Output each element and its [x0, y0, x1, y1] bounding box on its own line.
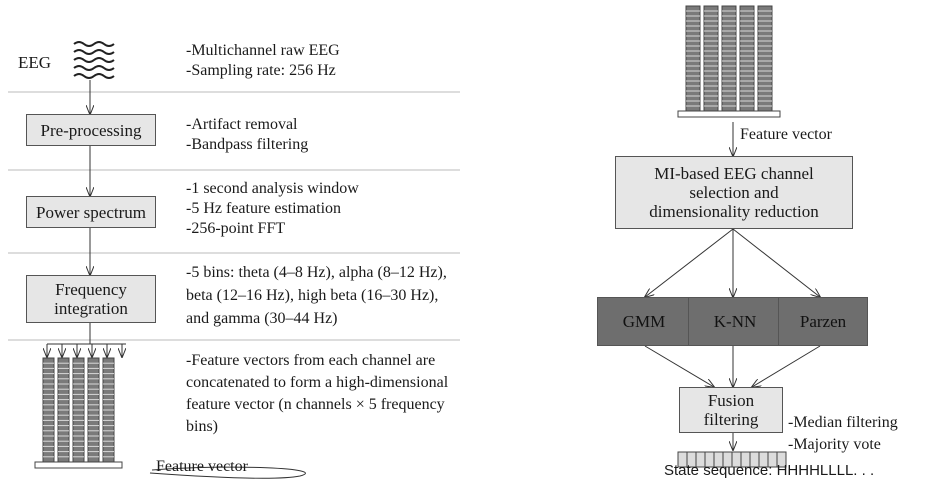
feature-desc-4: bins): [186, 418, 218, 435]
frequency-integration-desc-3: and gamma (30–44 Hz): [186, 310, 338, 327]
power-spectrum-desc-2: -5 Hz feature estimation: [186, 200, 342, 217]
stack-base-bar: [677, 110, 781, 118]
feature-desc-2: concatenated to form a high-dimensional: [186, 374, 449, 391]
feature-desc-3: feature vector (n channels × 5 frequency: [186, 396, 445, 413]
eeg-wave-icon: [73, 41, 115, 79]
power-spectrum-box: Power spectrum: [26, 196, 156, 228]
preprocessing-label: Pre-processing: [40, 120, 142, 140]
fusion-filtering-box: Fusion filtering: [679, 387, 783, 433]
knn-classifier-box: K-NN: [688, 297, 782, 346]
knn-label: K-NN: [713, 312, 757, 331]
fusion-desc-2: -Majority vote: [788, 436, 881, 453]
left-pipeline-arrows: [47, 80, 126, 357]
stack-column: [757, 5, 773, 112]
preprocessing-desc-1: -Artifact removal: [186, 116, 298, 133]
power-spectrum-desc-3: -256-point FFT: [186, 220, 286, 237]
state-sequence-label: State sequence: HHHHLLLL. . .: [664, 462, 875, 479]
feature-vector-stack-left: [34, 357, 123, 469]
mi-channel-selection-box: MI-based EEG channel selection and dimen…: [615, 156, 853, 229]
gmm-label: GMM: [622, 312, 666, 331]
fusion-desc-1: -Median filtering: [788, 414, 898, 431]
feature-desc-1: -Feature vectors from each channel are: [186, 352, 436, 369]
power-spectrum-label: Power spectrum: [35, 202, 146, 222]
stack-base-bar: [34, 461, 123, 469]
stack-column: [739, 5, 755, 112]
frequency-integration-box: Frequency integration: [26, 275, 156, 323]
state-cell: [776, 451, 787, 468]
stack-column: [703, 5, 719, 112]
gmm-classifier-box: GMM: [597, 297, 691, 346]
feature-vector-stack-right: [677, 5, 781, 118]
stack-column: [721, 5, 737, 112]
frequency-integration-desc-2: beta (12–16 Hz), high beta (16–30 Hz),: [186, 287, 439, 304]
feature-vector-label-right: Feature vector: [740, 126, 832, 143]
fusion-filtering-label: Fusion filtering: [703, 391, 759, 429]
state-sequence-strip: [677, 451, 787, 468]
frequency-integration-label: Frequency integration: [54, 280, 128, 318]
eeg-label: EEG: [18, 53, 52, 72]
feature-vector-label-left: Feature vector: [156, 458, 248, 475]
preprocessing-desc-2: -Bandpass filtering: [186, 136, 309, 153]
frequency-integration-desc-1: -5 bins: theta (4–8 Hz), alpha (8–12 Hz)…: [186, 264, 447, 281]
eeg-desc-1: -Multichannel raw EEG: [186, 42, 340, 59]
mi-channel-selection-label: MI-based EEG channel selection and dimen…: [649, 164, 819, 221]
parzen-label: Parzen: [799, 312, 847, 331]
feature-vector-leader-curve: [149, 466, 306, 479]
eeg-desc-2: -Sampling rate: 256 Hz: [186, 62, 336, 79]
preprocessing-box: Pre-processing: [26, 114, 156, 146]
stack-column: [685, 5, 701, 112]
parzen-classifier-box: Parzen: [778, 297, 868, 346]
right-pipeline-arrows: [645, 122, 820, 450]
separator-lines: [8, 91, 460, 341]
power-spectrum-desc-1: -1 second analysis window: [186, 180, 359, 197]
